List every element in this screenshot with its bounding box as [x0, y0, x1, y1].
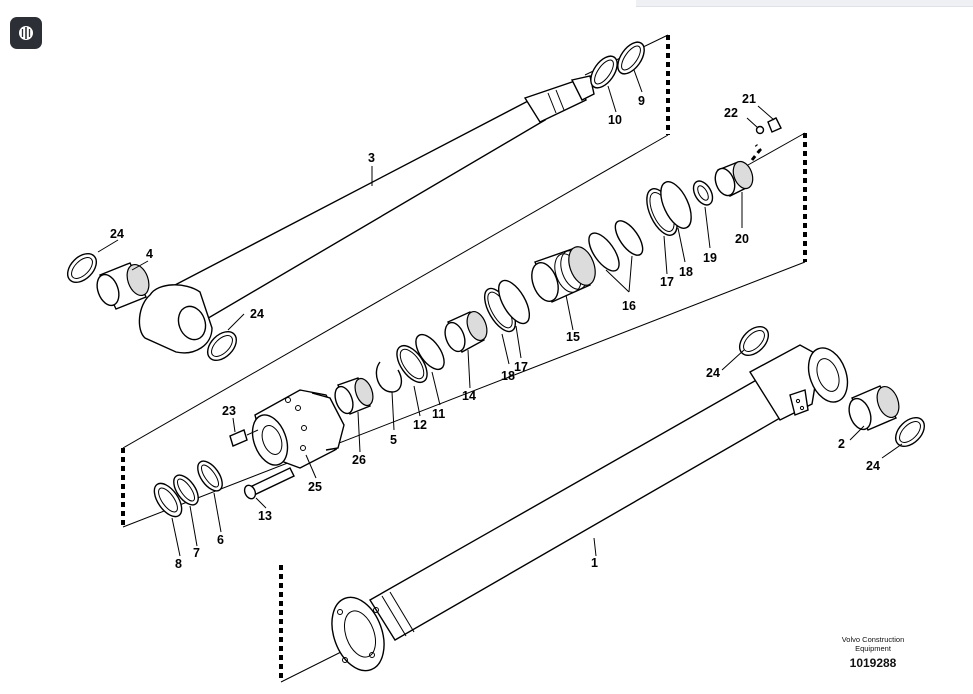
piston [531, 246, 596, 303]
callout-12: 12 [413, 418, 427, 432]
app-menu-button[interactable] [10, 17, 42, 49]
rod-bushing [96, 262, 150, 310]
callout-24-rod-left: 24 [110, 227, 124, 241]
piston-washer [692, 180, 714, 206]
tube-seal-rings [738, 325, 926, 448]
callout-19: 19 [703, 251, 717, 265]
callout-15: 15 [566, 330, 580, 344]
piston-rings-upper [646, 181, 692, 236]
figure-number: 1019288 [849, 656, 897, 670]
tube-bushing [848, 385, 900, 431]
callout-13: 13 [258, 509, 272, 523]
piston-bushing [444, 310, 488, 353]
callout-24-rod-right: 24 [250, 307, 264, 321]
rod-seal-rings [66, 252, 238, 362]
callout-17-upper: 17 [660, 275, 674, 289]
dashed-boundaries [121, 35, 807, 682]
callout-8: 8 [175, 557, 182, 571]
piston-rings-lower [483, 279, 531, 333]
head-bolt [243, 467, 295, 500]
callout-1: 1 [591, 556, 598, 570]
callout-23: 23 [222, 404, 236, 418]
rod-end-rings [590, 41, 645, 89]
callout-7: 7 [193, 546, 200, 560]
callout-11: 11 [432, 407, 445, 421]
brand-caption: Volvo Construction Equipment 1019288 [826, 635, 920, 670]
callout-25: 25 [308, 480, 322, 494]
brand-name: Volvo Construction [841, 635, 905, 644]
app-menu-icon [19, 26, 33, 40]
callout-10: 10 [608, 113, 622, 127]
head-bushing [334, 377, 374, 415]
callout-18-lower: 18 [501, 369, 515, 383]
piston-nut [714, 160, 754, 197]
callout-2: 2 [838, 437, 845, 451]
callout-5: 5 [390, 433, 397, 447]
grease-plug [229, 429, 259, 447]
callout-14: 14 [462, 389, 476, 403]
callout-18-upper: 18 [679, 265, 693, 279]
callout-26: 26 [352, 453, 366, 467]
set-screw-and-ball [750, 117, 782, 161]
callout-21: 21 [742, 92, 756, 106]
brand-subname: Equipment [855, 643, 891, 653]
callout-22: 22 [724, 106, 738, 120]
callout-16: 16 [622, 299, 636, 313]
head-rings [375, 333, 445, 393]
callout-4: 4 [146, 247, 153, 261]
callout-17-lower: 17 [514, 360, 528, 374]
callout-labels: 3 24 4 24 9 10 21 22 20 19 18 17 16 15 1… [110, 92, 880, 571]
head-seal-rings [153, 460, 223, 518]
leader-lines [97, 69, 903, 557]
callout-24-tube-top: 24 [706, 366, 720, 380]
piston-seal-rings [588, 220, 644, 272]
piston-rod [138, 75, 595, 354]
callout-3: 3 [368, 151, 375, 165]
callout-24-tube-right: 24 [866, 459, 880, 473]
cylinder-head [251, 389, 345, 469]
callout-6: 6 [217, 533, 224, 547]
cylinder-tube [331, 344, 849, 672]
callout-9: 9 [638, 94, 645, 108]
callout-20: 20 [735, 232, 749, 246]
top-window-strip [636, 0, 973, 7]
